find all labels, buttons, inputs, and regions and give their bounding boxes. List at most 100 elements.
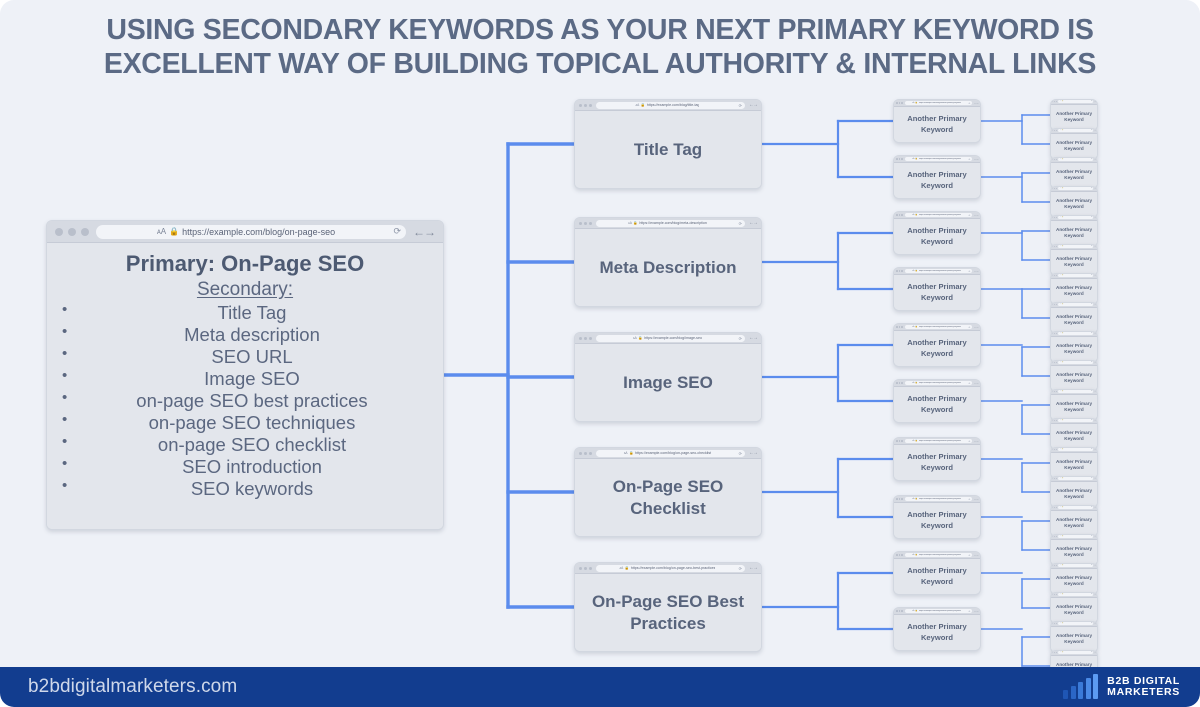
- quaternary-keyword-card[interactable]: ᴀA🔒https://example.com/blog/another-prim…: [1050, 534, 1098, 566]
- reload-icon[interactable]: ⟳: [1090, 362, 1093, 364]
- window-controls[interactable]: [1052, 623, 1057, 625]
- tertiary-keyword-card[interactable]: ᴀA🔒https://example.com/blog/another-prim…: [893, 267, 981, 311]
- window-controls[interactable]: [1052, 449, 1057, 451]
- nav-arrows-icon[interactable]: ←→: [749, 102, 758, 108]
- window-controls[interactable]: [896, 382, 903, 384]
- nav-arrows-icon[interactable]: ←→: [974, 325, 979, 329]
- secondary-keyword-card[interactable]: ᴀA🔒https://example.com/blog/image-seo⟳←→…: [574, 332, 762, 422]
- address-bar[interactable]: ᴀA🔒https://example.com/blog/another-prim…: [1057, 361, 1094, 365]
- window-controls[interactable]: [896, 326, 903, 328]
- tertiary-keyword-card[interactable]: ᴀA🔒https://example.com/blog/another-prim…: [893, 551, 981, 595]
- quaternary-keyword-card[interactable]: ᴀA🔒https://example.com/blog/another-prim…: [1050, 592, 1098, 624]
- address-bar[interactable]: ᴀA🔒https://example.com/blog/another-prim…: [904, 268, 972, 274]
- reload-icon[interactable]: ⟳: [968, 158, 971, 161]
- nav-arrows-icon[interactable]: ←→: [974, 381, 979, 385]
- reload-icon[interactable]: ⟳: [738, 335, 742, 341]
- window-controls[interactable]: [1052, 565, 1057, 567]
- window-controls[interactable]: [1052, 101, 1057, 103]
- address-bar[interactable]: ᴀA🔒https://example.com/blog/another-prim…: [1057, 158, 1094, 162]
- window-controls[interactable]: [579, 221, 592, 225]
- address-bar[interactable]: ᴀA🔒https://example.com/blog/another-prim…: [904, 496, 972, 502]
- window-controls[interactable]: [1052, 536, 1057, 538]
- reload-icon[interactable]: ⟳: [738, 220, 742, 226]
- nav-arrows-icon[interactable]: ←→: [413, 224, 436, 239]
- address-bar[interactable]: ᴀA🔒https://example.com/blog/another-prim…: [1057, 303, 1094, 307]
- window-controls[interactable]: [896, 270, 903, 272]
- secondary-keyword-card[interactable]: ᴀA🔒https://example.com/blog/meta-descrip…: [574, 217, 762, 307]
- quaternary-keyword-card[interactable]: ᴀA🔒https://example.com/blog/another-prim…: [1050, 360, 1098, 392]
- window-controls[interactable]: [55, 227, 89, 236]
- nav-arrows-icon[interactable]: ←→: [974, 553, 979, 557]
- reload-icon[interactable]: ⟳: [968, 554, 971, 557]
- window-controls[interactable]: [1052, 362, 1057, 364]
- nav-arrows-icon[interactable]: ←→: [1094, 593, 1096, 596]
- nav-arrows-icon[interactable]: ←→: [974, 439, 979, 443]
- tertiary-keyword-card[interactable]: ᴀA🔒https://example.com/blog/another-prim…: [893, 323, 981, 367]
- reload-icon[interactable]: ⟳: [968, 440, 971, 443]
- nav-arrows-icon[interactable]: ←→: [974, 157, 979, 161]
- address-bar[interactable]: ᴀA🔒https://example.com/blog/another-prim…: [1057, 129, 1094, 133]
- reload-icon[interactable]: ⟳: [968, 214, 971, 217]
- address-bar[interactable]: ᴀA🔒https://example.com/blog/another-prim…: [1057, 593, 1094, 597]
- window-controls[interactable]: [1052, 478, 1057, 480]
- nav-arrows-icon[interactable]: ←→: [1094, 477, 1096, 480]
- quaternary-keyword-card[interactable]: ᴀA🔒https://example.com/blog/another-prim…: [1050, 128, 1098, 160]
- quaternary-keyword-card[interactable]: ᴀA🔒https://example.com/blog/another-prim…: [1050, 418, 1098, 450]
- address-bar[interactable]: ᴀA🔒https://example.com/blog/another-prim…: [1057, 622, 1094, 626]
- quaternary-keyword-card[interactable]: ᴀA🔒https://example.com/blog/another-prim…: [1050, 273, 1098, 305]
- nav-arrows-icon[interactable]: ←→: [974, 609, 979, 613]
- reload-icon[interactable]: ⟳: [738, 102, 742, 108]
- address-bar[interactable]: ᴀA🔒https://example.com/blog/another-prim…: [1057, 390, 1094, 394]
- address-bar[interactable]: ᴀA🔒https://example.com/blog/another-prim…: [1057, 448, 1094, 452]
- nav-arrows-icon[interactable]: ←→: [749, 450, 758, 456]
- reload-icon[interactable]: ⟳: [1090, 565, 1093, 567]
- reload-icon[interactable]: ⟳: [1090, 217, 1093, 219]
- window-controls[interactable]: [1052, 275, 1057, 277]
- nav-arrows-icon[interactable]: ←→: [974, 213, 979, 217]
- quaternary-keyword-card[interactable]: ᴀA🔒https://example.com/blog/another-prim…: [1050, 244, 1098, 276]
- nav-arrows-icon[interactable]: ←→: [1094, 216, 1096, 219]
- window-controls[interactable]: [1052, 130, 1057, 132]
- window-controls[interactable]: [896, 610, 903, 612]
- address-bar[interactable]: ᴀA🔒https://example.com/blog/another-prim…: [904, 156, 972, 162]
- nav-arrows-icon[interactable]: ←→: [1094, 622, 1096, 625]
- reload-icon[interactable]: ⟳: [1090, 536, 1093, 538]
- reload-icon[interactable]: ⟳: [968, 326, 971, 329]
- quaternary-keyword-card[interactable]: ᴀA🔒https://example.com/blog/another-prim…: [1050, 186, 1098, 218]
- address-bar[interactable]: ᴀA🔒https://example.com/blog/another-prim…: [1057, 274, 1094, 278]
- window-controls[interactable]: [579, 103, 592, 107]
- tertiary-keyword-card[interactable]: ᴀA🔒https://example.com/blog/another-prim…: [893, 99, 981, 143]
- primary-keyword-card[interactable]: ᴀA 🔒 https://example.com/blog/on-page-se…: [46, 220, 444, 530]
- address-bar[interactable]: ᴀA🔒https://example.com/blog/another-prim…: [1057, 245, 1094, 249]
- window-controls[interactable]: [579, 336, 592, 340]
- reload-icon[interactable]: ⟳: [1090, 478, 1093, 480]
- reload-icon[interactable]: ⟳: [1090, 246, 1093, 248]
- nav-arrows-icon[interactable]: ←→: [1094, 651, 1096, 654]
- address-bar[interactable]: ᴀA🔒https://example.com/blog/another-prim…: [1057, 187, 1094, 191]
- address-bar[interactable]: ᴀA🔒https://example.com/blog/on-page-seo-…: [596, 449, 745, 457]
- window-controls[interactable]: [579, 451, 592, 455]
- window-controls[interactable]: [1052, 594, 1057, 596]
- address-bar[interactable]: ᴀA🔒https://example.com/blog/another-prim…: [1057, 651, 1094, 655]
- reload-icon[interactable]: ⟳: [1090, 594, 1093, 596]
- window-controls[interactable]: [1052, 652, 1057, 654]
- nav-arrows-icon[interactable]: ←→: [1094, 390, 1096, 393]
- window-controls[interactable]: [579, 566, 592, 570]
- address-bar[interactable]: ᴀA🔒https://example.com/blog/another-prim…: [1057, 419, 1094, 423]
- quaternary-keyword-card[interactable]: ᴀA🔒https://example.com/blog/another-prim…: [1050, 447, 1098, 479]
- address-bar[interactable]: ᴀA 🔒 https://example.com/blog/on-page-se…: [96, 224, 406, 239]
- quaternary-keyword-card[interactable]: ᴀA🔒https://example.com/blog/another-prim…: [1050, 215, 1098, 247]
- quaternary-keyword-card[interactable]: ᴀA🔒https://example.com/blog/another-prim…: [1050, 331, 1098, 363]
- quaternary-keyword-card[interactable]: ᴀA🔒https://example.com/blog/another-prim…: [1050, 505, 1098, 537]
- reload-icon[interactable]: ⟳: [1090, 304, 1093, 306]
- reload-icon[interactable]: ⟳: [393, 226, 401, 236]
- nav-arrows-icon[interactable]: ←→: [1094, 158, 1096, 161]
- window-controls[interactable]: [896, 498, 903, 500]
- nav-arrows-icon[interactable]: ←→: [974, 101, 979, 105]
- reload-icon[interactable]: ⟳: [968, 382, 971, 385]
- reload-icon[interactable]: ⟳: [1090, 188, 1093, 190]
- nav-arrows-icon[interactable]: ←→: [1094, 419, 1096, 422]
- nav-arrows-icon[interactable]: ←→: [749, 335, 758, 341]
- nav-arrows-icon[interactable]: ←→: [1094, 100, 1096, 103]
- window-controls[interactable]: [1052, 391, 1057, 393]
